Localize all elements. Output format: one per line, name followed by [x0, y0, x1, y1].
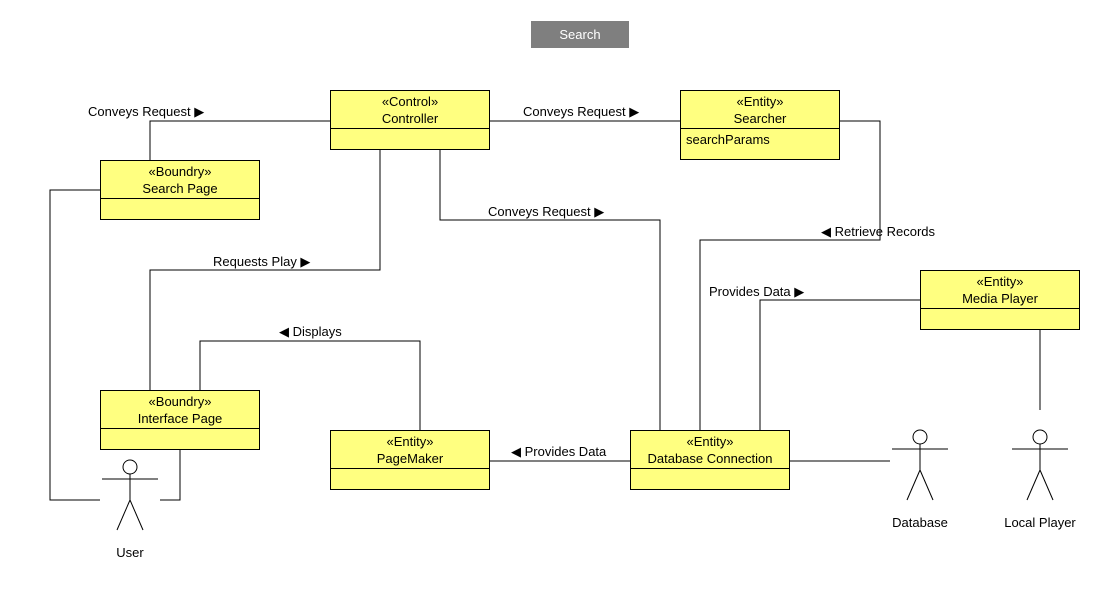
class-stereotype: «Entity»	[686, 433, 734, 449]
user-actor-icon	[102, 459, 158, 531]
association-controller-db	[439, 150, 661, 431]
actor-label-local-player: Local Player	[1004, 515, 1076, 530]
class-name: Interface Page	[137, 410, 223, 426]
class-stereotype: «Entity»	[736, 93, 784, 109]
actor-label-user: User	[116, 545, 144, 560]
class-name: PageMaker	[376, 450, 444, 466]
class-name: Searcher	[733, 110, 787, 126]
class-stereotype: «Entity»	[386, 433, 434, 449]
class-search-page[interactable]: «Boundry» Search Page	[100, 160, 260, 220]
association-label-pagemaker-interface: ◀ Displays	[279, 324, 342, 339]
association-pagemaker-interface	[199, 340, 421, 431]
diagram-title: Search	[531, 21, 629, 48]
class-controller[interactable]: «Control» Controller	[330, 90, 490, 150]
class-stereotype: «Entity»	[976, 273, 1024, 289]
class-searcher[interactable]: «Entity» Searcher searchParams	[680, 90, 840, 160]
association-label-search-controller: Conveys Request ▶	[88, 104, 205, 119]
class-stereotype: «Control»	[381, 93, 439, 109]
association-label-controller-interface: Requests Play ▶	[213, 254, 311, 269]
association-searcher-db	[699, 120, 881, 431]
association-label-db-pagemaker: ◀ Provides Data	[511, 444, 607, 459]
class-database-connection[interactable]: «Entity» Database Connection	[630, 430, 790, 490]
class-attribute: searchParams	[686, 132, 770, 147]
association-user-interface	[160, 450, 181, 501]
association-label-db-media: Provides Data ▶	[709, 284, 805, 299]
class-name: Controller	[381, 110, 439, 126]
database-actor-icon	[892, 429, 948, 501]
class-stereotype: «Boundry»	[148, 393, 212, 409]
association-label-searcher-db: ◀ Retrieve Records	[821, 224, 936, 239]
class-interface-page[interactable]: «Boundry» Interface Page	[100, 390, 260, 450]
actor-label-database: Database	[892, 515, 948, 530]
association-controller-interface	[149, 150, 381, 391]
association-label-controller-searcher: Conveys Request ▶	[523, 104, 640, 119]
association-search-controller	[149, 120, 331, 160]
class-pagemaker[interactable]: «Entity» PageMaker	[330, 430, 490, 490]
class-media-player[interactable]: «Entity» Media Player	[920, 270, 1080, 330]
class-name: Search Page	[142, 180, 218, 196]
association-label-controller-db: Conveys Request ▶	[488, 204, 605, 219]
association-user-search	[49, 189, 101, 501]
local-player-actor-icon	[1012, 429, 1068, 501]
class-stereotype: «Boundry»	[148, 163, 212, 179]
class-name: Media Player	[962, 290, 1038, 306]
class-name: Database Connection	[647, 450, 773, 466]
association-db-media	[759, 299, 921, 431]
